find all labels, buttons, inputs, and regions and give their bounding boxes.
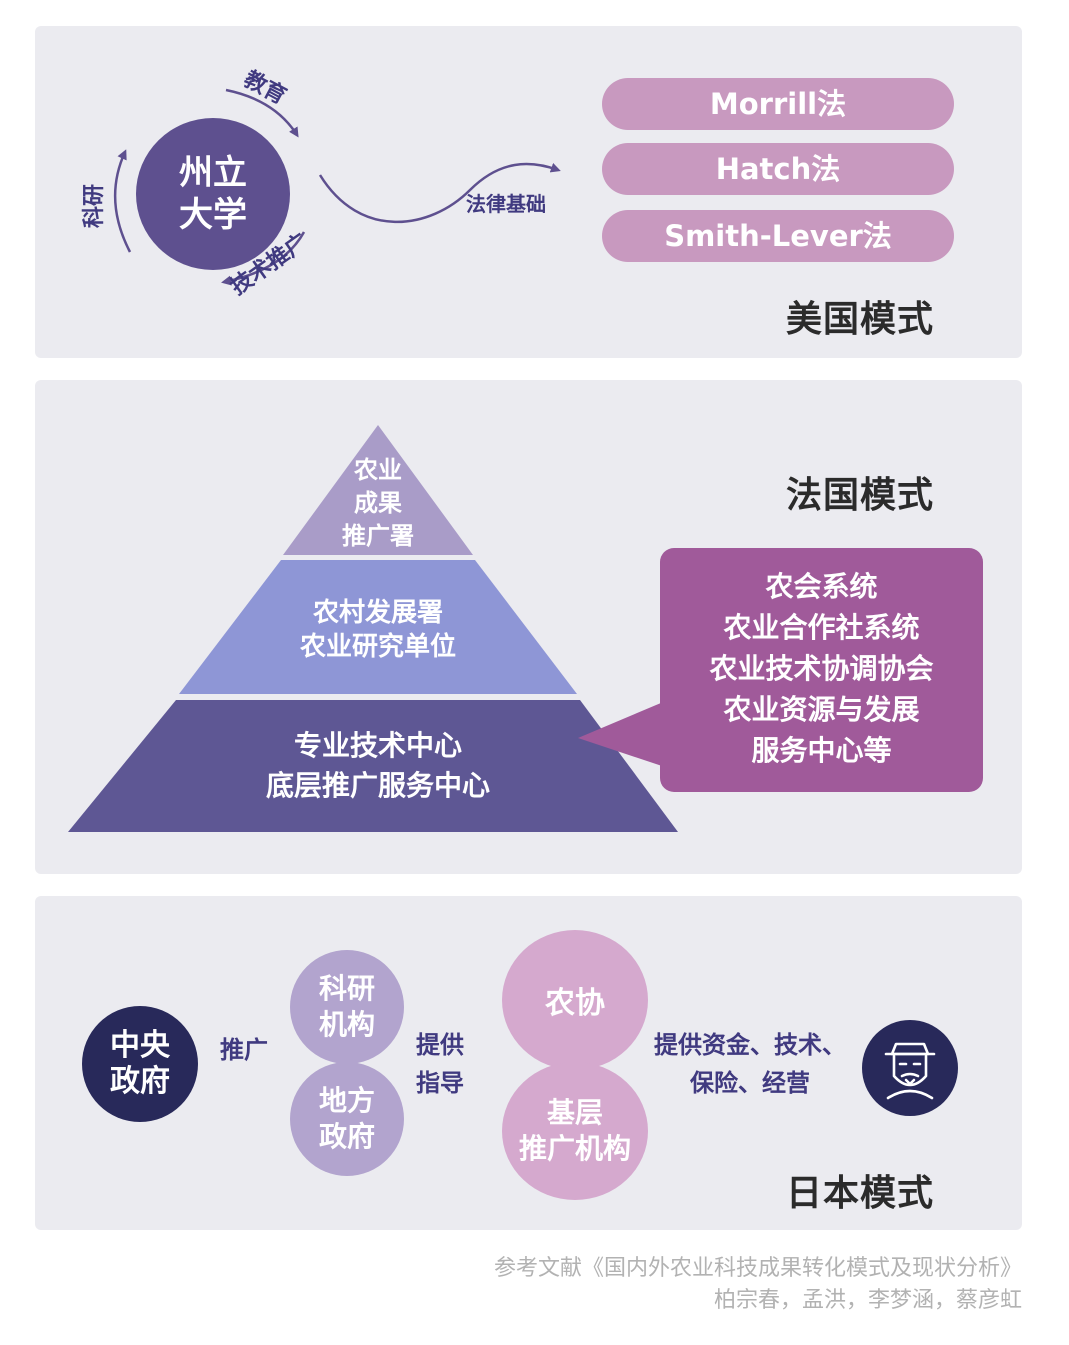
state-university-line1: 州立 xyxy=(179,153,247,193)
callout-pointer xyxy=(578,700,668,768)
pyramid-bottom-text: 专业技术中心 底层推广服务中心 xyxy=(208,726,548,806)
research-org-line2: 机构 xyxy=(318,1008,375,1041)
law-morrill: Morrill法 xyxy=(602,78,954,130)
education-arrow xyxy=(225,88,299,138)
central-government-circle: 中央 政府 xyxy=(82,1006,198,1122)
pyramid-middle-text: 农村发展署 农业研究单位 xyxy=(238,596,518,664)
extension-arrow xyxy=(221,231,306,286)
pyramid-top-line2: 成果 xyxy=(354,489,402,517)
grassroots-extension-circle: 基层 推广机构 xyxy=(502,1062,648,1200)
pyramid-top-text: 农业 成果 推广署 xyxy=(318,454,438,553)
state-university-circle: 州立 大学 xyxy=(136,118,290,270)
pyramid-middle-tier xyxy=(179,560,577,694)
legal-basis-arrow xyxy=(318,162,561,224)
france-callout-box: 农会系统 农业合作社系统 农业技术协调协会 农业资源与发展 服务中心等 xyxy=(660,548,983,792)
pyramid-bottom-line2: 底层推广服务中心 xyxy=(265,769,490,802)
central-government-line2: 政府 xyxy=(110,1064,170,1099)
local-government-line2: 政府 xyxy=(318,1120,375,1153)
source-citation-line1: 参考文献《国内外农业科技成果转化模式及现状分析》 xyxy=(493,1256,1022,1281)
state-university-line2: 大学 xyxy=(179,195,247,235)
promote-label: 推广 xyxy=(220,1036,268,1064)
callout-line2: 农业合作社系统 xyxy=(723,611,920,644)
guide-label-line1: 提供 xyxy=(416,1031,464,1059)
pyramid-middle-line1: 农村发展署 xyxy=(312,598,443,628)
central-government-line1: 中央 xyxy=(110,1028,170,1063)
france-model-title: 法国模式 xyxy=(785,475,934,516)
local-government-circle: 地方 政府 xyxy=(290,1062,404,1176)
nokyo-circle: 农协 xyxy=(502,930,648,1070)
grassroots-line1: 基层 xyxy=(546,1096,603,1129)
callout-line4: 农业资源与发展 xyxy=(723,693,920,726)
pyramid-middle-line2: 农业研究单位 xyxy=(299,632,456,662)
callout-line3: 农业技术协调协会 xyxy=(709,652,934,685)
nokyo-label: 农协 xyxy=(545,986,605,1021)
us-model-title: 美国模式 xyxy=(785,299,934,340)
law-hatch: Hatch法 xyxy=(602,143,954,195)
law-smith-lever: Smith-Lever法 xyxy=(602,210,954,262)
source-authors-line2: 柏宗春，孟洪，李梦涵，蔡彦虹 xyxy=(713,1288,1022,1313)
farmer-icon xyxy=(862,1020,958,1116)
pyramid-bottom-tier xyxy=(68,700,678,832)
pyramid-top-line1: 农业 xyxy=(354,456,402,484)
pyramid-bottom-line1: 专业技术中心 xyxy=(293,729,462,762)
guide-label-line2: 指导 xyxy=(416,1069,464,1097)
callout-line5: 服务中心等 xyxy=(751,734,892,767)
callout-line1: 农会系统 xyxy=(765,570,878,603)
pyramid-top-tier xyxy=(283,425,473,555)
research-org-line1: 科研 xyxy=(318,972,375,1005)
research-org-circle: 科研 机构 xyxy=(290,950,404,1064)
services-label-line1: 提供资金、技术、 xyxy=(654,1031,846,1059)
japan-model-title: 日本模式 xyxy=(785,1173,934,1214)
guide-label: 提供 指导 xyxy=(416,1026,464,1102)
local-government-line1: 地方 xyxy=(318,1084,375,1117)
services-label-line2: 保险、经营 xyxy=(690,1069,810,1097)
grassroots-line2: 推广机构 xyxy=(518,1132,631,1165)
legal-basis-label: 法律基础 xyxy=(466,192,546,216)
research-arrow xyxy=(113,149,132,253)
services-label: 提供资金、技术、 保险、经营 xyxy=(640,1026,860,1102)
pyramid-top-line3: 推广署 xyxy=(342,522,414,550)
